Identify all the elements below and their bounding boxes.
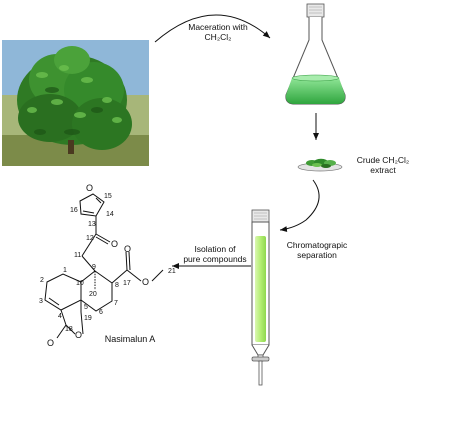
erlenmeyer-flask-icon [285, 3, 346, 105]
maceration-label: Maceration with CH₂Cl₂ [178, 22, 258, 42]
crude-extract-icon [297, 158, 343, 172]
svg-text:13: 13 [88, 221, 96, 228]
ester-oxygen-atom: O [142, 277, 149, 287]
lactone-ring-oxygen-atom: O [75, 330, 82, 340]
svg-text:17: 17 [123, 280, 131, 287]
crude-extract-label-line1: Crude CH₂Cl₂ [356, 155, 410, 165]
atom-numbering: 1 2 3 4 5 6 7 8 9 10 11 12 13 14 15 16 1… [39, 193, 176, 333]
svg-text:2: 2 [40, 277, 44, 284]
chromatography-label-line1: Chromatograpic [286, 240, 348, 250]
chromatography-column-icon [251, 209, 270, 386]
svg-text:1: 1 [63, 267, 67, 274]
svg-text:9: 9 [92, 264, 96, 271]
extract-to-column-arrow [279, 179, 320, 233]
plant-photo [2, 40, 149, 166]
svg-text:4: 4 [58, 313, 62, 320]
chromatography-label-line2: separation [297, 250, 337, 260]
isolation-label-line2: pure compounds [183, 254, 247, 264]
svg-text:16: 16 [70, 207, 78, 214]
crude-extract-label-line2: extract [370, 165, 396, 175]
maceration-label-line2: CH₂Cl₂ [204, 32, 232, 42]
crude-extract-label: Crude CH₂Cl₂ extract [350, 155, 416, 175]
svg-text:6: 6 [99, 309, 103, 316]
ketone-oxygen-atom: O [111, 239, 118, 249]
compound-name: Nasimalun A [104, 334, 156, 344]
svg-text:18: 18 [65, 326, 73, 333]
chromatography-label: Chromatograpic separation [282, 240, 352, 260]
svg-text:7: 7 [114, 300, 118, 307]
svg-text:11: 11 [74, 252, 81, 259]
svg-text:10: 10 [76, 280, 84, 287]
svg-text:19: 19 [84, 315, 92, 322]
isolation-label: Isolation of pure compounds [180, 244, 250, 264]
ester-carbonyl-oxygen-atom: O [124, 244, 131, 254]
maceration-arrow [154, 14, 271, 43]
svg-text:14: 14 [106, 211, 114, 218]
svg-text:8: 8 [115, 282, 119, 289]
lactone-carbonyl-oxygen-atom: O [47, 338, 54, 348]
nasimalun-a-structure [44, 193, 164, 339]
maceration-label-line1: Maceration with [188, 22, 248, 32]
svg-text:3: 3 [39, 298, 43, 305]
svg-text:15: 15 [104, 193, 112, 200]
svg-text:20: 20 [89, 291, 97, 298]
isolation-label-line1: Isolation of [194, 244, 236, 254]
furan-oxygen-atom: O [86, 183, 93, 193]
svg-text:5: 5 [84, 304, 88, 311]
svg-text:21: 21 [168, 268, 176, 275]
svg-text:12: 12 [86, 235, 94, 242]
